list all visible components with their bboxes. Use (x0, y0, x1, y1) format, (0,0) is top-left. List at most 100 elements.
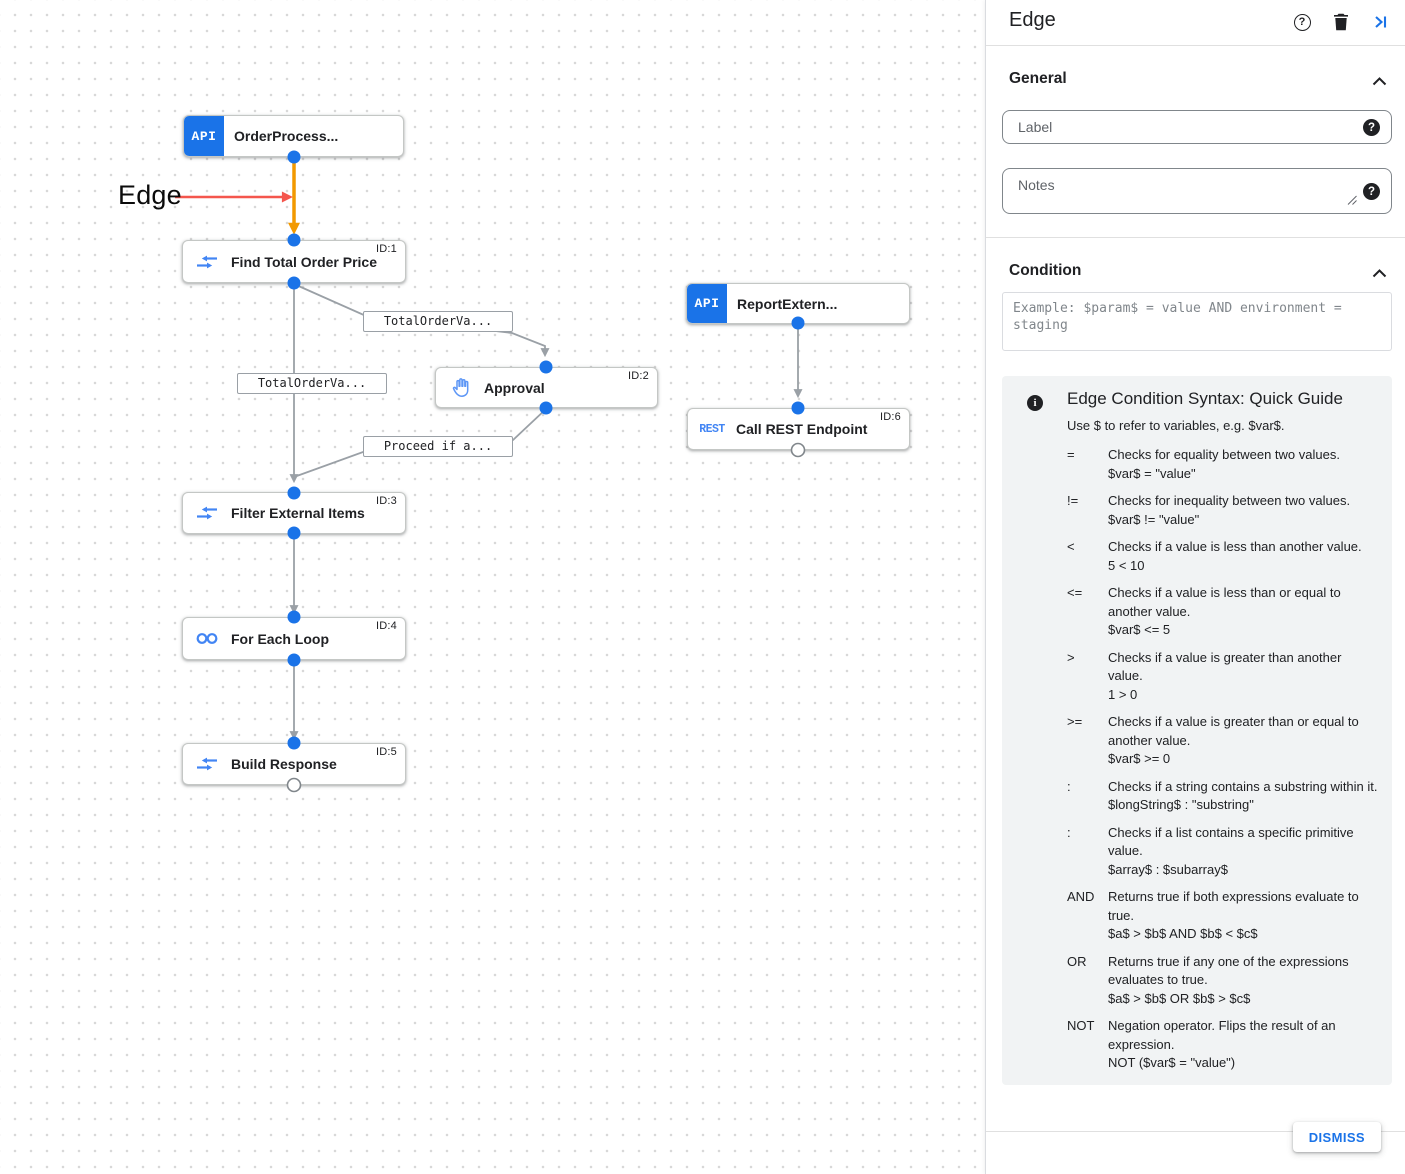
section-title-condition: Condition (1009, 262, 1082, 279)
collapse-panel-icon (1374, 16, 1386, 28)
connection-dot[interactable] (287, 610, 301, 624)
guide-operator: = (1067, 447, 1075, 462)
guide-operator: > (1067, 649, 1075, 665)
edge-properties-panel: Edge ? General (985, 0, 1405, 1174)
guide-desc: Checks if a value is greater than or equ… (1108, 714, 1359, 748)
notes-input[interactable] (1003, 169, 1347, 213)
edge-label[interactable]: Proceed if a... (363, 436, 513, 457)
guide-desc: Checks for equality between two values. (1108, 447, 1340, 462)
node-id: ID:2 (628, 370, 649, 382)
node-title: Find Total Order Price (231, 253, 377, 270)
guide-example: $a$ > $b$ AND $b$ < $c$ (1108, 926, 1258, 941)
info-icon: i (1027, 395, 1043, 411)
guide-row: <= Checks if a value is less than or equ… (1067, 584, 1378, 640)
guide-desc: Returns true if both expressions evaluat… (1108, 889, 1359, 923)
node-title: ReportExtern... (737, 295, 838, 312)
rest-icon: REST (699, 422, 725, 436)
connection-dot[interactable] (287, 233, 301, 247)
label-help-icon[interactable]: ? (1363, 119, 1380, 136)
connection-dot[interactable] (287, 150, 301, 164)
node-title: Call REST Endpoint (736, 421, 868, 437)
api-badge-icon: API (184, 116, 224, 156)
collapse-panel-button[interactable] (1369, 11, 1391, 33)
guide-example: $var$ != "value" (1108, 511, 1200, 527)
guide-row: : Checks if a string contains a substrin… (1067, 778, 1378, 815)
label-input[interactable] (1003, 111, 1347, 143)
resize-handle-icon[interactable] (1347, 192, 1357, 210)
guide-operator: AND (1067, 889, 1095, 904)
connection-dot[interactable] (287, 276, 301, 290)
section-title-general: General (1009, 70, 1067, 87)
guide-desc: Checks if a list contains a specific pri… (1108, 824, 1354, 859)
notes-field-wrap: ? (1002, 168, 1392, 214)
connection-dot[interactable] (539, 360, 553, 374)
collapse-general-button[interactable] (1370, 72, 1389, 91)
notes-help-icon[interactable]: ? (1363, 183, 1380, 200)
guide-operator: : (1067, 778, 1071, 794)
connection-dot-open[interactable] (790, 442, 806, 458)
guide-desc: Checks if a value is less than or equal … (1108, 585, 1341, 619)
node-title: OrderProcess... (234, 128, 339, 144)
data-mapping-icon (183, 504, 231, 522)
edge-findtotal-to-approval[interactable] (293, 283, 550, 358)
guide-row: >= Checks if a value is greater than or … (1067, 713, 1378, 769)
help-button[interactable]: ? (1291, 11, 1313, 33)
data-mapping-icon (183, 755, 231, 773)
connection-dot[interactable] (287, 653, 301, 667)
collapse-condition-button[interactable] (1370, 264, 1389, 283)
connection-dot[interactable] (791, 316, 805, 330)
chevron-up-icon (1372, 77, 1387, 86)
guide-desc: Returns true if any one of the expressio… (1108, 953, 1349, 988)
edges-layer (175, 158, 803, 741)
trash-icon (1334, 13, 1348, 31)
edge-label[interactable]: TotalOrderVa... (237, 373, 387, 394)
label-field-wrap: ? (1002, 110, 1392, 144)
node-id: ID:6 (880, 411, 901, 423)
node-title: For Each Loop (231, 630, 329, 647)
help-icon: ? (1293, 13, 1311, 31)
edge-annotation-label: Edge (118, 180, 182, 210)
connection-dot[interactable] (539, 401, 553, 415)
guide-row: : Checks if a list contains a specific p… (1067, 824, 1378, 880)
divider (986, 1131, 1405, 1132)
guide-row: AND Returns true if both expressions eva… (1067, 888, 1378, 944)
connection-dot[interactable] (287, 486, 301, 500)
panel-header-icons: ? (1291, 11, 1391, 33)
dismiss-button[interactable]: DISMISS (1292, 1122, 1381, 1152)
guide-example: NOT ($var$ = "value") (1108, 1055, 1236, 1070)
connection-dot-open[interactable] (286, 777, 302, 793)
node-order-process[interactable]: API OrderProcess... (183, 115, 404, 157)
node-id: ID:4 (376, 620, 397, 632)
guide-intro: Use $ to refer to variables, e.g. $var$. (1067, 418, 1285, 433)
edge-label[interactable]: TotalOrderVa... (363, 311, 513, 332)
loop-infinity-icon (183, 631, 231, 646)
divider (986, 237, 1405, 238)
chevron-up-icon (1372, 269, 1387, 278)
guide-example: 1 > 0 (1108, 686, 1138, 702)
guide-operator: NOT (1067, 1018, 1095, 1033)
node-title: Approval (484, 379, 545, 396)
approval-hand-icon (436, 377, 484, 398)
connection-dot[interactable] (287, 736, 301, 750)
guide-example: $longString$ : "substring" (1108, 797, 1254, 812)
node-title: Build Response (231, 756, 337, 772)
guide-example: $var$ = "value" (1108, 465, 1196, 481)
node-title: Filter External Items (231, 505, 365, 521)
condition-field-wrap (1002, 292, 1392, 351)
panel-title: Edge (1009, 9, 1056, 31)
condition-syntax-guide: i Edge Condition Syntax: Quick Guide Use… (1002, 376, 1392, 1085)
delete-edge-button[interactable] (1330, 11, 1352, 33)
connection-dot[interactable] (287, 526, 301, 540)
condition-input[interactable] (1003, 293, 1391, 350)
workflow-canvas[interactable]: TotalOrderVa... TotalOrderVa... Proceed … (0, 0, 985, 1174)
guide-row: > Checks if a value is greater than anot… (1067, 649, 1378, 705)
guide-operator: : (1067, 824, 1071, 840)
guide-row: = Checks for equality between two values… (1067, 446, 1378, 483)
guide-row: OR Returns true if any one of the expres… (1067, 953, 1378, 1009)
guide-title: Edge Condition Syntax: Quick Guide (1067, 389, 1343, 408)
guide-operator: < (1067, 539, 1075, 554)
guide-row: != Checks for inequality between two val… (1067, 492, 1378, 529)
guide-example: $array$ : $subarray$ (1108, 861, 1228, 877)
connection-dot[interactable] (791, 401, 805, 415)
